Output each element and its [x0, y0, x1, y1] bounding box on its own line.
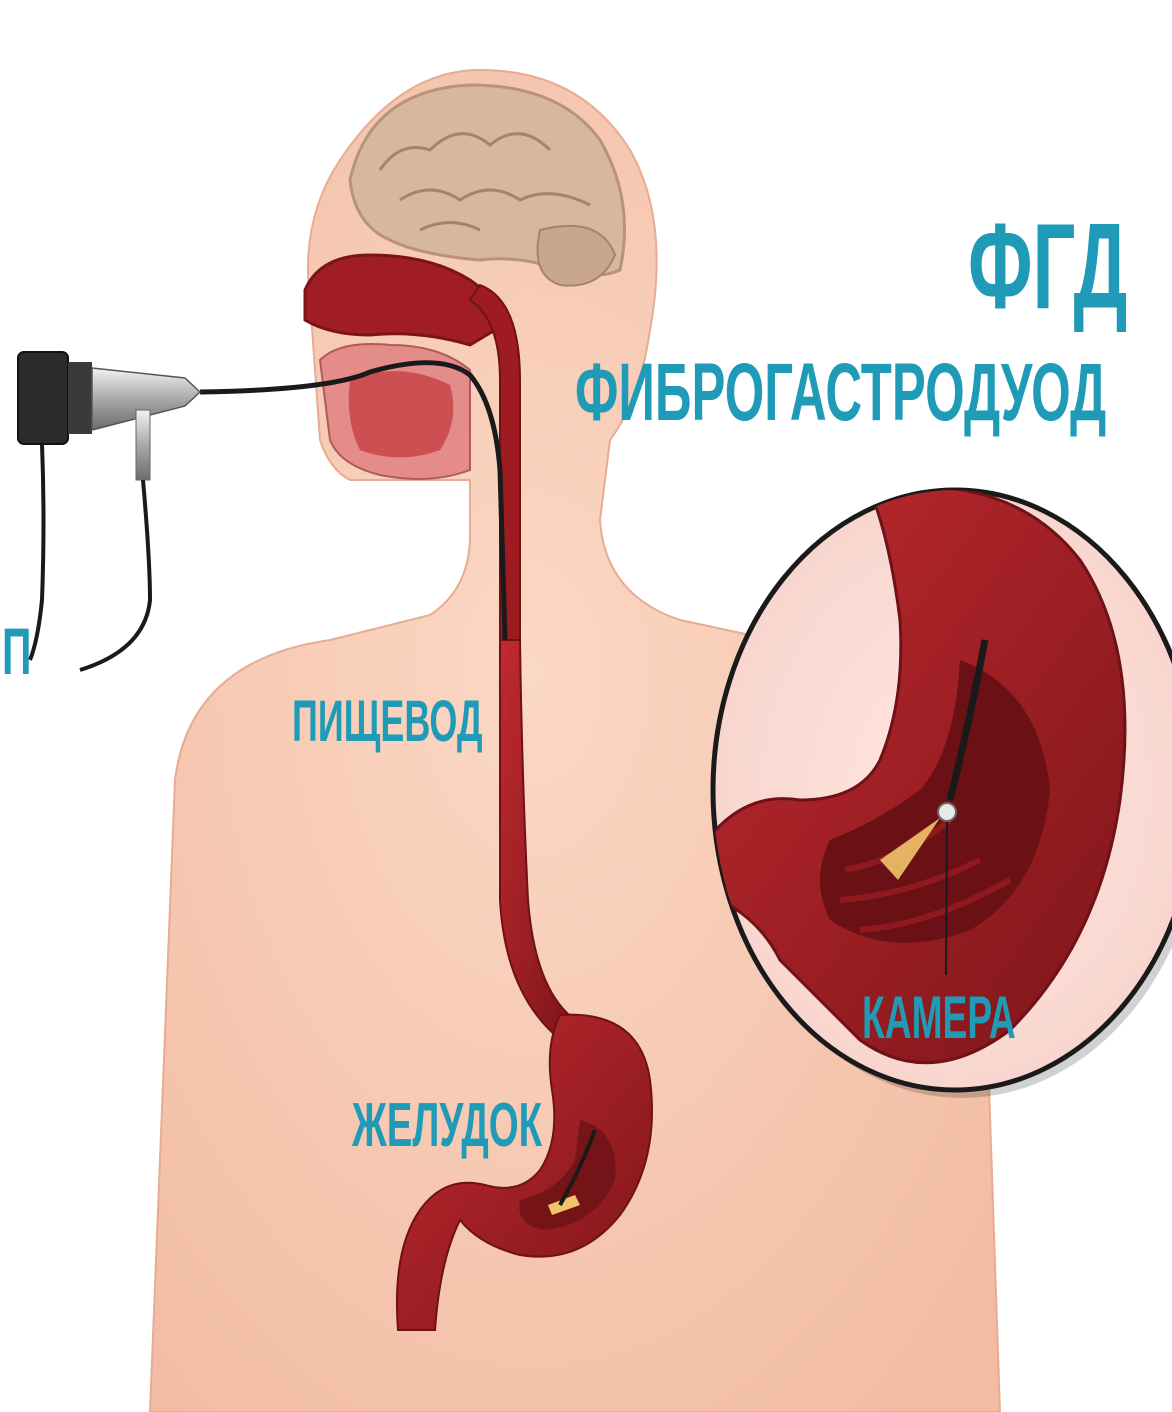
stomach-label: ЖЕЛУДОК: [352, 1095, 542, 1157]
endoscope-device: [18, 352, 200, 670]
tongue: [349, 371, 454, 457]
camera-label: КАМЕРА: [862, 988, 1016, 1048]
title: ФГД: [968, 205, 1127, 327]
probe-label: П: [2, 618, 31, 684]
subtitle: ФИБРОГАСТРОДУОД: [575, 352, 1106, 434]
esophagus-label: ПИЩЕВОД: [292, 693, 483, 751]
